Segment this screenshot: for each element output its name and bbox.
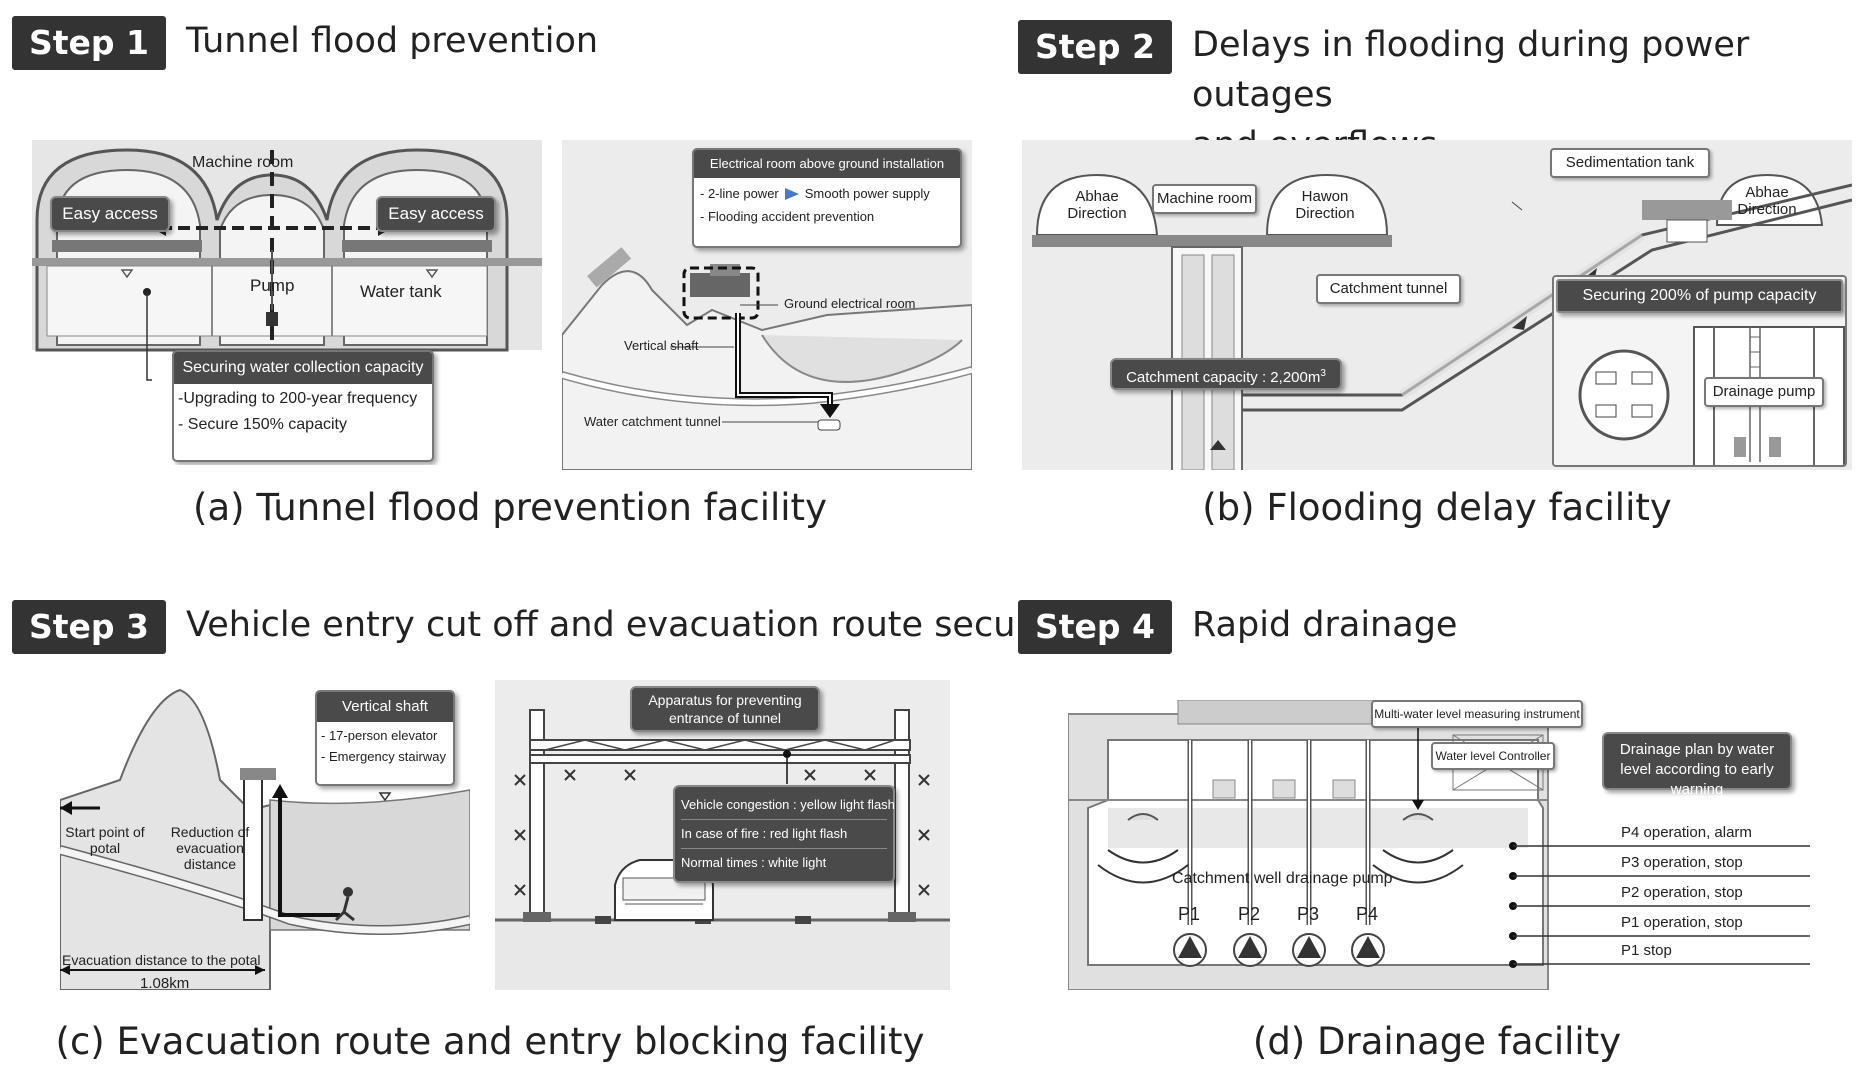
- light-signal-normal: Normal times : white light: [681, 855, 827, 870]
- smooth-power-supply: Smooth power supply: [804, 186, 930, 201]
- pump-label: Pump: [250, 276, 295, 295]
- water-tank-label: Water tank: [360, 282, 442, 301]
- entry-blocking-drawing: [495, 709, 950, 990]
- hawon-direction-label: Hawon Direction: [1295, 188, 1355, 222]
- panel-a-electrical-room: Electrical room above ground installatio…: [562, 140, 972, 470]
- shaft-line-2: - Emergency stairway: [321, 749, 446, 764]
- caption-d: (d) Drainage facility: [1252, 1020, 1622, 1063]
- step3-header: Step 3 Vehicle entry cut off and evacuat…: [12, 600, 1051, 654]
- level-p4-operation: P4 operation, alarm: [1621, 824, 1752, 841]
- level-p1-operation: P1 operation, stop: [1621, 914, 1743, 931]
- blue-arrow-icon: [784, 187, 799, 200]
- easy-access-left: Easy access: [50, 196, 170, 232]
- panel-a-tunnel-section: Machine room Easy access Easy access Pum…: [32, 140, 542, 465]
- caption-b: (b) Flooding delay facility: [1202, 486, 1672, 529]
- catchment-capacity-unit-sup: 3: [1320, 368, 1326, 379]
- caption-c: (c) Evacuation route and entry blocking …: [55, 1020, 925, 1063]
- evacuation-route-drawing: [60, 688, 470, 990]
- start-point-label: Start point of potal: [65, 824, 145, 856]
- capacity-line-1: -Upgrading to 200-year frequency: [178, 390, 418, 407]
- drainage-drawing: [1068, 700, 1810, 990]
- pump-capacity-drawing: [1578, 326, 1845, 465]
- caption-a: (a) Tunnel flood prevention facility: [193, 486, 827, 529]
- pump-capacity-title: Securing 200% of pump capacity: [1556, 279, 1843, 313]
- catchment-capacity-box: Catchment capacity : 2,200m3: [1110, 358, 1342, 390]
- pump-p4-label: P4: [1356, 904, 1379, 924]
- shaft-line-1: - 17-person elevator: [321, 728, 438, 743]
- evacuation-distance-label: Evacuation distance to the potal: [62, 952, 261, 968]
- step4-header: Step 4 Rapid drainage: [1018, 600, 1457, 654]
- machine-room-label: Machine room: [192, 154, 294, 171]
- step3-badge: Step 3: [12, 600, 166, 654]
- electrical-line-1: - 2-line power Smooth power supply: [694, 178, 960, 201]
- panel-c-evacuation-route: Vertical shaft - 17-person elevator - Em…: [60, 680, 470, 990]
- capacity-line-2: - Secure 150% capacity: [178, 416, 347, 433]
- vertical-shaft-label: Vertical shaft: [624, 338, 699, 353]
- pump-capacity-inset: Securing 200% of pump capacity Drainage …: [1552, 275, 1847, 467]
- vertical-shaft-title: Vertical shaft: [317, 692, 453, 722]
- water-collection-capacity-box: Securing water collection capacity -Upgr…: [172, 350, 434, 462]
- apparatus-box: Apparatus for preventing entrance of tun…: [630, 686, 820, 732]
- abhae-direction-right: Abhae Direction: [1737, 184, 1797, 218]
- vertical-shaft-box: Vertical shaft - 17-person elevator - Em…: [315, 690, 455, 786]
- level-p3-operation: P3 operation, stop: [1621, 854, 1743, 871]
- distance-value-label: 1.08km: [140, 975, 190, 990]
- panel-d-drainage: Multi-water level measuring instrument W…: [1068, 700, 1838, 990]
- water-collection-capacity-title: Securing water collection capacity: [174, 352, 432, 384]
- catchment-well-pump-label: Catchment well drainage pump: [1172, 870, 1393, 887]
- abhae-direction-left: Abhae Direction: [1067, 188, 1127, 222]
- light-signals-box: Vehicle congestion : yellow light flash …: [673, 785, 895, 883]
- multi-water-level-box: Multi-water level measuring instrument: [1371, 700, 1583, 728]
- catchment-capacity-value: Catchment capacity : 2,200m: [1126, 369, 1321, 386]
- drainage-pump-box: Drainage pump: [1704, 377, 1824, 407]
- ground-electrical-room-label: Ground electrical room: [784, 296, 916, 311]
- electrical-room-title: Electrical room above ground installatio…: [694, 150, 960, 178]
- panel-c-entry-blocking: Apparatus for preventing entrance of tun…: [495, 680, 950, 990]
- sedimentation-tank-box: Sedimentation tank: [1550, 148, 1710, 178]
- two-line-power: - 2-line power: [700, 186, 779, 201]
- pump-p2-label: P2: [1238, 904, 1261, 924]
- step4-badge: Step 4: [1018, 600, 1172, 654]
- step1-header: Step 1 Tunnel flood prevention: [12, 16, 598, 70]
- pump-p1-label: P1: [1178, 904, 1201, 924]
- electrical-line-2: - Flooding accident prevention: [700, 209, 875, 224]
- electrical-room-box: Electrical room above ground installatio…: [692, 148, 962, 248]
- machine-room-box: Machine room: [1152, 184, 1257, 214]
- step1-title: Tunnel flood prevention: [186, 21, 599, 61]
- step3-title: Vehicle entry cut off and evacuation rou…: [186, 605, 1051, 645]
- reduction-label: Reduction of evacuation distance: [170, 824, 250, 872]
- panel-b-flooding-delay: Abhae Direction Machine room Hawon Direc…: [1022, 140, 1852, 470]
- water-level-controller-box: Water level Controller: [1431, 742, 1555, 770]
- light-signal-congestion: Vehicle congestion : yellow light flash: [681, 791, 895, 820]
- easy-access-right: Easy access: [376, 196, 496, 232]
- step1-badge: Step 1: [12, 16, 166, 70]
- level-p1-stop: P1 stop: [1621, 942, 1672, 959]
- water-catchment-tunnel-label: Water catchment tunnel: [584, 414, 721, 429]
- electrical-room-drawing: [562, 247, 972, 470]
- drainage-plan-box: Drainage plan by water level according t…: [1602, 732, 1792, 798]
- pump-p3-label: P3: [1297, 904, 1320, 924]
- catchment-tunnel-box: Catchment tunnel: [1316, 274, 1461, 304]
- light-signal-fire: In case of fire : red light flash: [681, 820, 887, 849]
- level-p2-operation: P2 operation, stop: [1621, 884, 1743, 901]
- step4-title: Rapid drainage: [1192, 605, 1458, 645]
- step2-badge: Step 2: [1018, 20, 1172, 74]
